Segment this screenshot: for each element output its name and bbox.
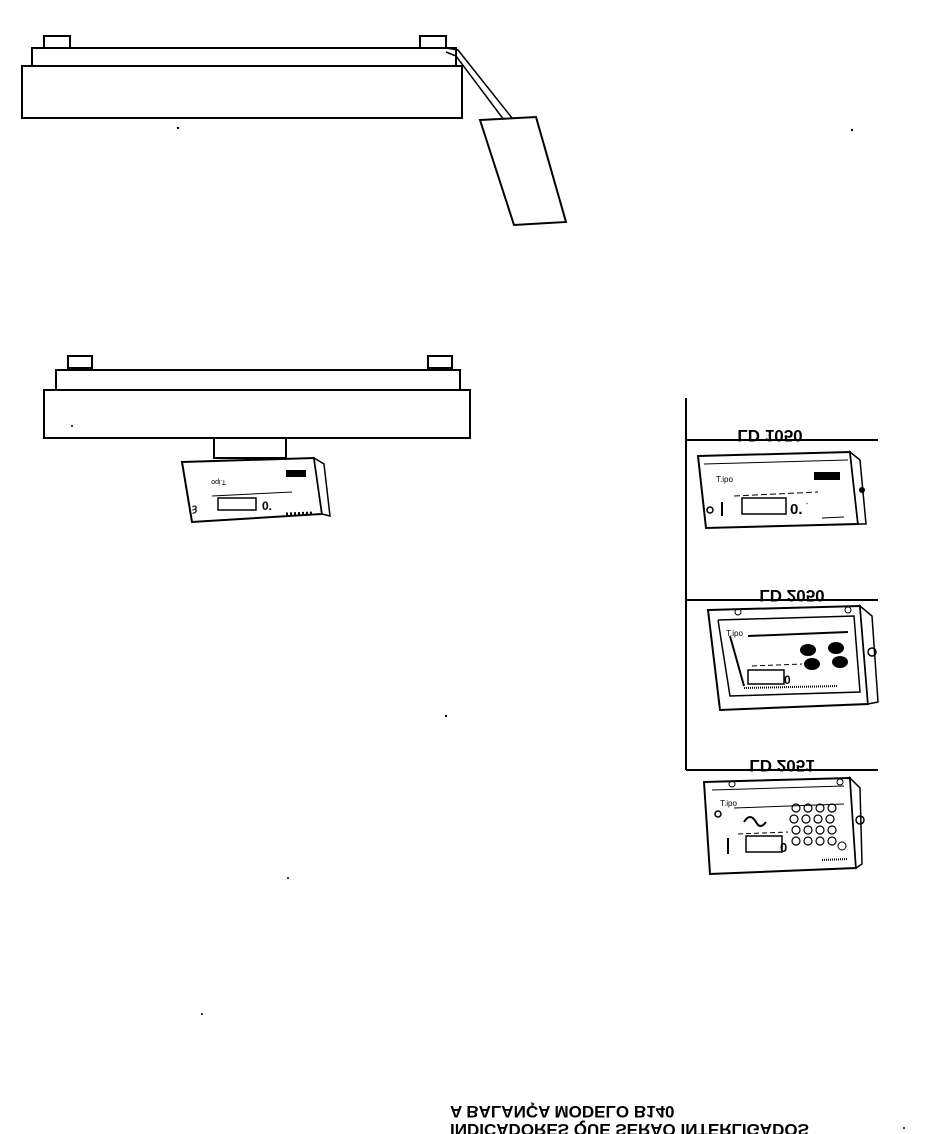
scale-middle-platform (55, 369, 461, 391)
scale-middle-bracket (213, 437, 287, 459)
indicator-label-ld2050-group: LD 2050 (759, 586, 824, 605)
indicator-device-ld2051: T.ipo 0 (702, 776, 865, 876)
scale-top-foot-right (419, 35, 447, 49)
indicator-device-ld2050: T.ipo 0 (706, 604, 879, 712)
svg-text:T.ipo: T.ipo (716, 475, 733, 484)
indicator-label-ld2051-group: LD 2051 (749, 756, 814, 775)
svg-text:0: 0 (780, 840, 787, 855)
caption-group: A BALANÇA MODELO B140 INDICADORES QUE SE… (450, 1102, 809, 1134)
scale-top-platform (31, 47, 457, 67)
scale-middle-mounted-indicator: T.ipo 0. Ȝ (180, 456, 331, 524)
indicator-label-ld1050: LD 1050 (737, 426, 802, 445)
scale-middle-foot-right (427, 355, 453, 369)
svg-text:T.ipo: T.ipo (720, 799, 737, 808)
scale-top (21, 35, 568, 227)
indicator-label-ld2051: LD 2051 (749, 756, 814, 775)
svg-text:-: - (806, 501, 809, 508)
scale-top-base (21, 65, 463, 119)
svg-text:T.ipo: T.ipo (211, 478, 226, 485)
scale-top-foot-left (43, 35, 71, 49)
indicator-label-ld1050-group: LD 1050 (737, 426, 802, 445)
numeric-keypad (789, 803, 837, 846)
svg-text:0.: 0. (262, 499, 272, 513)
scale-middle-foot-left (67, 355, 93, 369)
svg-text:0.: 0. (790, 501, 803, 518)
scale-middle-base (43, 389, 471, 439)
scan-specks (71, 126, 905, 1129)
caption-line-1: A BALANÇA MODELO B140 (450, 1102, 674, 1121)
scale-middle (43, 355, 471, 459)
svg-text:Ȝ: Ȝ (192, 504, 197, 515)
svg-text:T.ipo: T.ipo (726, 629, 743, 638)
indicator-device-ld1050: T.ipo 0. - (696, 450, 867, 530)
svg-text:0: 0 (784, 673, 791, 687)
indicator-label-ld2050: LD 2050 (759, 586, 824, 605)
scale-top-remote-display (478, 115, 568, 227)
scale-top-cable (445, 47, 513, 121)
indicator-panel (685, 398, 878, 771)
caption-line-2: INDICADORES QUE SERÃO INTERLIGADOS (450, 1120, 809, 1134)
